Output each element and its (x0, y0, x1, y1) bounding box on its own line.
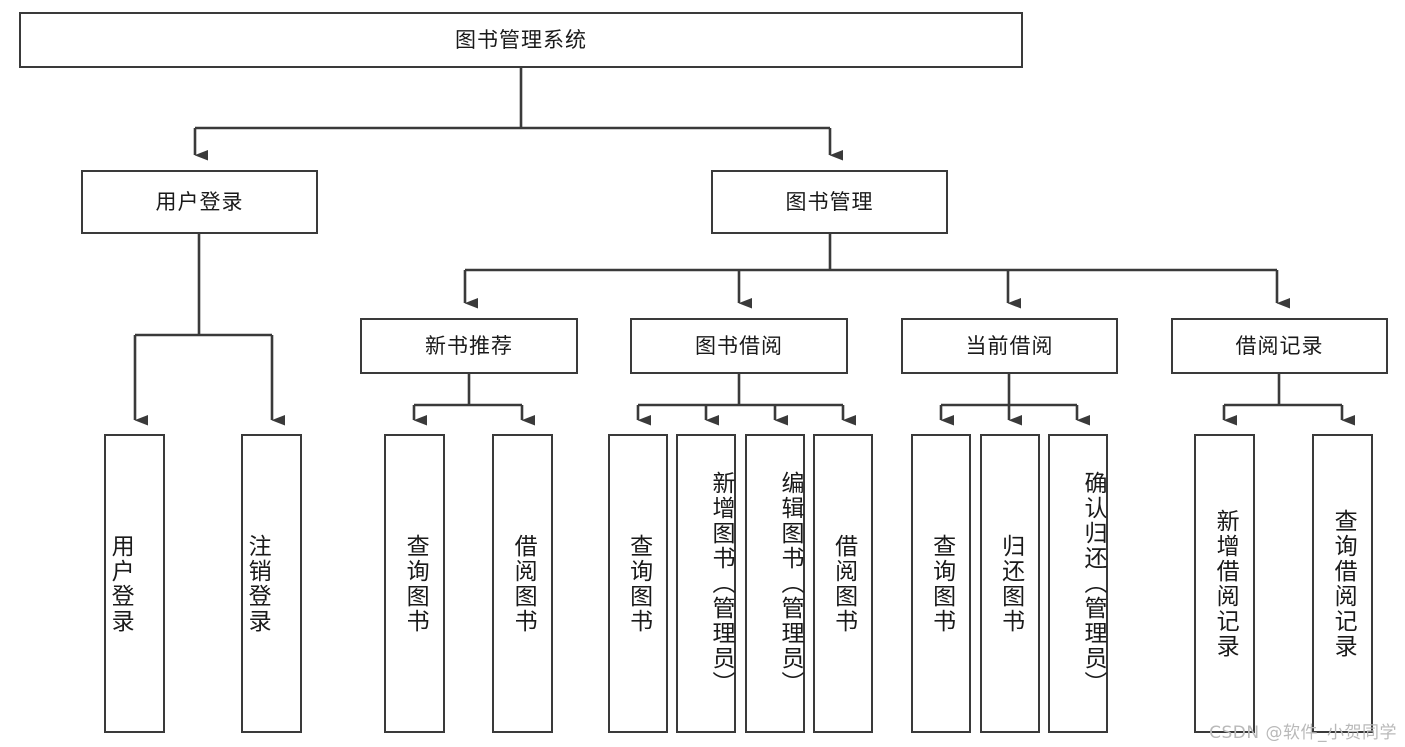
node-label: 新增图书（管理员） (708, 471, 734, 696)
leaf-borrow-book-newbook[interactable]: 借阅图书 (492, 434, 553, 733)
leaf-user-login[interactable]: 用户登录 (104, 434, 165, 733)
node-label: 图书借阅 (695, 333, 783, 358)
leaf-query-book-borrow[interactable]: 查询图书 (608, 434, 668, 733)
leaf-logout[interactable]: 注销登录 (241, 434, 302, 733)
node-label: 当前借阅 (965, 333, 1054, 358)
node-label: 图书管理 (785, 189, 874, 214)
node-book-borrow[interactable]: 图书借阅 (630, 318, 848, 374)
node-label: 归还图书 (997, 533, 1024, 634)
node-label: 查询图书 (402, 533, 429, 634)
node-label: 查询图书 (928, 533, 955, 634)
leaf-add-borrow-record[interactable]: 新增借阅记录 (1194, 434, 1255, 733)
leaf-query-borrow-record[interactable]: 查询借阅记录 (1312, 434, 1373, 733)
node-label: 借阅记录 (1235, 333, 1324, 358)
leaf-query-book-current[interactable]: 查询图书 (911, 434, 971, 733)
leaf-return-book[interactable]: 归还图书 (980, 434, 1040, 733)
node-new-book-recommend[interactable]: 新书推荐 (360, 318, 578, 374)
node-borrow-record[interactable]: 借阅记录 (1171, 318, 1388, 374)
node-label: 查询借阅记录 (1330, 508, 1357, 659)
node-user-login[interactable]: 用户登录 (81, 170, 318, 234)
node-root[interactable]: 图书管理系统 (19, 12, 1023, 68)
node-book-management[interactable]: 图书管理 (711, 170, 948, 234)
leaf-confirm-return-admin[interactable]: 确认归还（管理员） (1048, 434, 1108, 733)
node-label: 用户登录 (155, 189, 244, 214)
node-label: 借阅图书 (510, 533, 537, 634)
leaf-edit-book-admin[interactable]: 编辑图书（管理员） (745, 434, 805, 733)
watermark: CSDN @软件_小贺同学 (1209, 723, 1397, 743)
node-label: 新增借阅记录 (1212, 508, 1239, 659)
leaf-add-book-admin[interactable]: 新增图书（管理员） (676, 434, 736, 733)
node-label: 确认归还（管理员） (1080, 471, 1106, 696)
node-label: 编辑图书（管理员） (777, 471, 803, 696)
leaf-query-book-newbook[interactable]: 查询图书 (384, 434, 445, 733)
node-current-borrow[interactable]: 当前借阅 (901, 318, 1118, 374)
leaf-borrow-book-borrow[interactable]: 借阅图书 (813, 434, 873, 733)
node-label: 借阅图书 (830, 533, 857, 634)
node-label: 注销登录 (244, 533, 271, 634)
node-label: 查询图书 (625, 533, 652, 634)
node-label: 新书推荐 (425, 333, 513, 358)
node-label: 用户登录 (107, 533, 134, 634)
node-label: 图书管理系统 (455, 27, 587, 52)
